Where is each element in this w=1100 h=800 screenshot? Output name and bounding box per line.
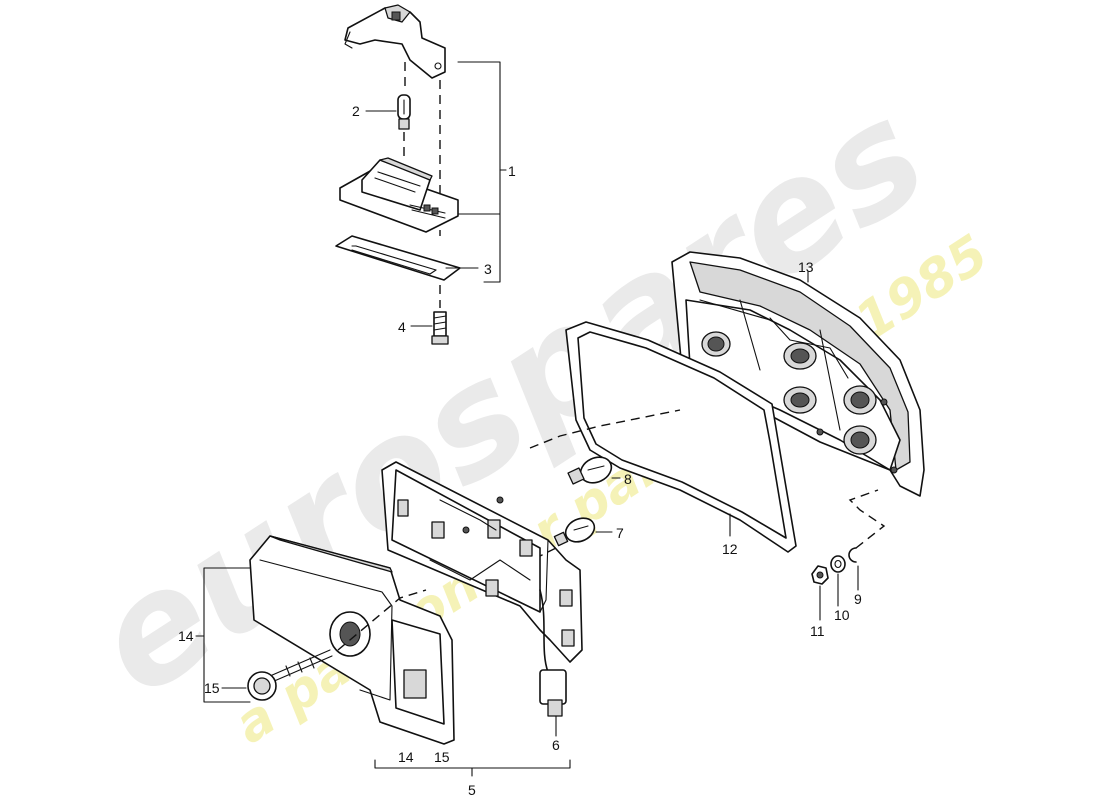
bulb-holder-plate (381, 461, 583, 663)
leader-dash (337, 589, 427, 651)
small-bulb (397, 94, 411, 130)
callout-6: 6 (552, 737, 560, 753)
callout-11: 11 (810, 623, 825, 639)
mounting-hardware (811, 547, 857, 585)
screw (431, 311, 449, 345)
callout-4: 4 (398, 319, 406, 335)
plate-light-bracket (344, 4, 446, 79)
callout-14: 14 (178, 628, 194, 644)
lamp-housing (339, 157, 459, 233)
callout-15: 15 (204, 680, 220, 696)
callout-10: 10 (834, 607, 850, 623)
group5-item-14: 14 (398, 749, 414, 765)
leader-dash (539, 547, 557, 557)
callout-13: 13 (798, 259, 814, 275)
callout-7: 7 (616, 525, 624, 541)
callout-3: 3 (484, 261, 492, 277)
group5-item-15: 15 (434, 749, 450, 765)
tail-bulb-large (567, 456, 613, 485)
leader-dash (848, 489, 886, 549)
callout-1: 1 (508, 163, 516, 179)
callout-2: 2 (352, 103, 360, 119)
bulb-holder-cable (539, 589, 567, 717)
group-bracket-14 (203, 567, 251, 703)
callout-9: 9 (854, 591, 862, 607)
callout-8: 8 (624, 471, 632, 487)
callout-5: 5 (468, 782, 476, 798)
lens-screw (247, 649, 333, 701)
group-bracket-1 (457, 61, 501, 283)
leader-dash (529, 409, 681, 449)
callout-12: 12 (722, 541, 738, 557)
tail-bulb-small (553, 517, 596, 547)
lamp-gasket (335, 235, 461, 281)
callout-labels: 1 2 3 4 5 6 7 8 9 10 11 12 13 14 15 14 1… (178, 103, 862, 798)
housing-gasket (565, 321, 797, 553)
tail-light-lens (249, 535, 455, 745)
